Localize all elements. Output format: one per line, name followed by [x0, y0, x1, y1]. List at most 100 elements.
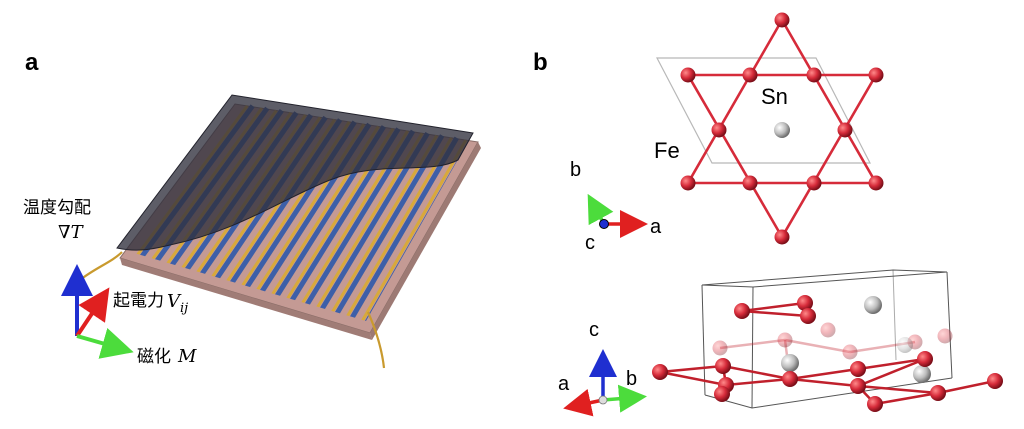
fe-atom-faded	[937, 328, 953, 344]
fe-fe-bond	[659, 370, 727, 387]
gradient-label: 温度勾配	[23, 198, 91, 218]
axis-red-arrow	[75, 287, 110, 338]
stripe-blue	[345, 136, 459, 321]
kagome-atoms	[680, 12, 884, 245]
emf-symbol-main: V	[167, 291, 182, 312]
magnetization-symbol: M	[177, 346, 197, 367]
fe-atom	[797, 295, 813, 311]
stripe-gold	[356, 139, 468, 321]
fe-atom-faded	[820, 322, 836, 338]
fe-fe-bond	[659, 364, 724, 374]
fe-atom	[806, 175, 822, 191]
unit-cell-outline	[656, 57, 871, 164]
thermoelectric-device	[79, 94, 481, 369]
fe-atom-faded	[777, 332, 793, 348]
fe-atom	[774, 229, 790, 245]
star-triangle-down	[685, 73, 879, 240]
box-edge	[751, 286, 754, 409]
axes-triad-a	[61, 264, 134, 359]
fe-atom	[800, 308, 816, 324]
crystal-3d-view	[652, 269, 1003, 412]
star-triangle-up	[685, 17, 879, 185]
stripe-gold	[341, 137, 453, 321]
box-edge	[946, 271, 953, 379]
emf-label: 起電力	[113, 291, 164, 311]
panel-b-letter: b	[533, 49, 548, 76]
fe-atom	[868, 175, 884, 191]
fe-fe-bond	[857, 357, 926, 388]
top-film-overlay	[116, 94, 474, 251]
axes-triad-bottom	[563, 349, 647, 417]
bottom-axis-label-c: c	[589, 319, 599, 341]
fe-fe-bond	[874, 391, 939, 406]
fe-atom	[774, 12, 790, 28]
fe-atom	[868, 67, 884, 83]
sn-atom	[864, 296, 882, 314]
axis-green-arrow	[76, 328, 134, 359]
fe-atom-faded	[712, 340, 728, 356]
fe-atom	[837, 122, 853, 138]
substrate-edge	[370, 142, 481, 340]
fe-atom	[652, 364, 668, 380]
panel-a-letter: a	[25, 49, 39, 76]
fe-fe-bond	[719, 338, 786, 350]
top-axis-label-c: c	[585, 232, 595, 254]
sn-atom-top	[774, 122, 790, 138]
fe-atom	[917, 351, 933, 367]
fe-fe-bond	[857, 357, 926, 371]
atom-label-sn: Sn	[761, 84, 788, 109]
fe-atom	[742, 175, 758, 191]
kagome-bonds	[685, 17, 879, 240]
fe-atom	[711, 122, 727, 138]
emf-symbol-sub: ij	[180, 301, 188, 316]
box-edge	[892, 269, 897, 361]
wire-left	[79, 251, 123, 281]
axis-origin	[598, 395, 608, 405]
fe-fe-bond	[789, 377, 859, 388]
bottom-axis-label-a: a	[558, 373, 570, 395]
axes-triad-top	[587, 193, 648, 238]
fe-fe-bond	[937, 379, 996, 395]
fe-atom	[806, 67, 822, 83]
fe-atom-faded	[842, 344, 858, 360]
sn-atom	[913, 365, 931, 383]
fe-atom	[715, 358, 731, 374]
fe-atom	[987, 373, 1003, 389]
fe-atom	[867, 396, 883, 412]
fe-fe-bond	[784, 338, 851, 354]
fe-atom	[680, 175, 696, 191]
fe-atom	[850, 361, 866, 377]
fe-atom	[850, 378, 866, 394]
kagome-top-view	[656, 12, 884, 245]
fe-fe-bond	[741, 301, 806, 313]
emf-symbol: Vij	[167, 291, 188, 316]
atom-label-fe: Fe	[654, 138, 680, 163]
fe-fe-bond	[789, 367, 859, 381]
top-axis-label-b: b	[570, 159, 581, 181]
sn-atom	[781, 354, 799, 372]
crystal-bonds	[659, 301, 996, 406]
sn-atom-faded	[897, 337, 913, 353]
gradient-symbol: ∇T	[58, 222, 85, 243]
magnetization-label: 磁化	[137, 347, 171, 367]
fe-fe-bond	[725, 377, 791, 387]
fe-fe-bond	[722, 364, 791, 381]
top-axis-label-a: a	[650, 216, 662, 238]
fe-atom	[930, 385, 946, 401]
axis-green-b	[602, 384, 647, 413]
fe-atom	[742, 67, 758, 83]
crystal-atoms	[652, 295, 1003, 412]
fe-atom	[782, 371, 798, 387]
substrate-front-edge	[120, 258, 372, 340]
box-back	[701, 269, 948, 288]
bottom-axis-label-b: b	[626, 368, 637, 390]
axis-c-dot	[599, 219, 609, 229]
box-edge	[701, 284, 706, 396]
fe-atom	[714, 386, 730, 402]
wire-right	[366, 311, 386, 369]
fe-atom	[680, 67, 696, 83]
fe-fe-bond	[857, 384, 939, 395]
fe-atom	[734, 303, 750, 319]
fe-fe-bond	[741, 309, 809, 318]
